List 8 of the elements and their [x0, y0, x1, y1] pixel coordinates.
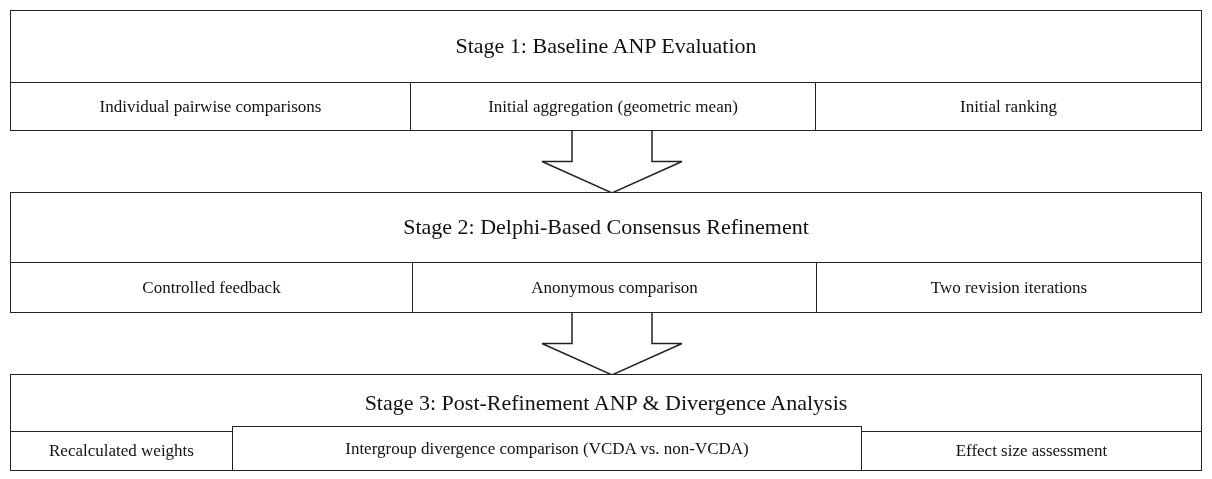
stage-box [10, 192, 1202, 313]
stage-box [10, 10, 1202, 131]
stage-heading: Stage 1: Baseline ANP Evaluation [454, 33, 758, 59]
stage-box [10, 374, 1202, 471]
block-arrow [541, 129, 683, 194]
stage-heading: Stage 3: Post-Refinement ANP & Divergence Analysis [363, 389, 849, 416]
stage-heading: Stage 2: Delphi-Based Consensus Refinement [402, 214, 810, 240]
block-arrow [541, 311, 683, 376]
